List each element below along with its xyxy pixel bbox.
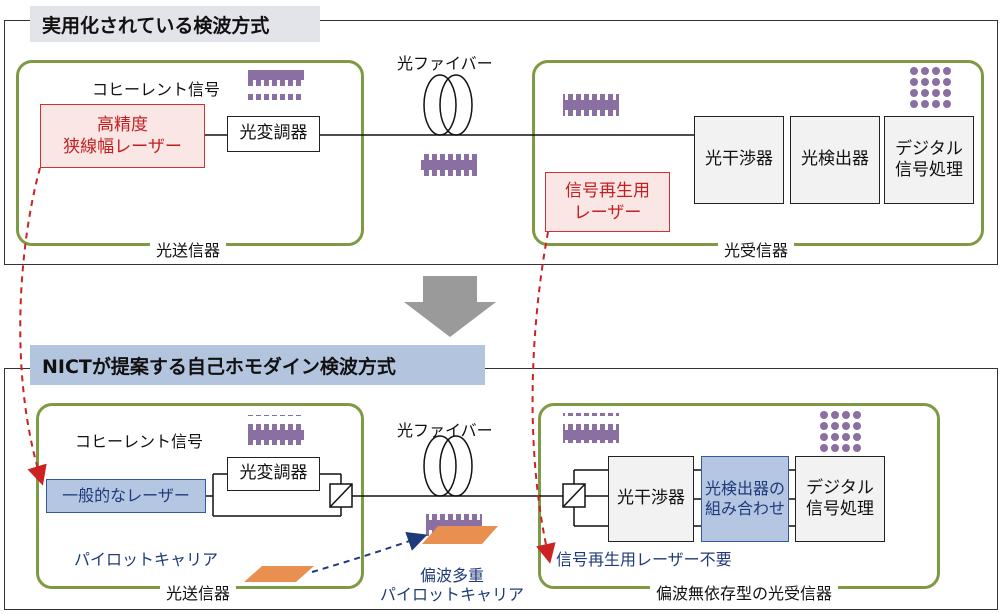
bottom-receiver-label: 偏波無依存型の光受信器 [650, 580, 839, 604]
bottom-constellation-icon [820, 411, 861, 452]
top-photodetector: 光検出器 [790, 116, 880, 204]
top-transmitter-label: 光送信器 [150, 237, 227, 261]
bottom-optical-modulator: 光変調器 [227, 457, 320, 491]
laser-replacement-arrow [19, 167, 47, 486]
top-regen-laser-label: 信号再生用 レーザー [565, 180, 650, 223]
bottom-photodetector-combination: 光検出器の 組み合わせ [701, 456, 789, 542]
bottom-rx-signal-waveform [563, 413, 619, 443]
bottom-section-title: NICTが提案する自己ホモダイン検波方式 [30, 345, 485, 385]
top-constellation-icon [910, 67, 951, 108]
top-receiver-label: 光受信器 [718, 237, 795, 261]
fiber-pilot-carrier-icon [422, 526, 498, 544]
top-rx-signal-waveform [563, 92, 619, 122]
top-section-title: 実用化されている検波方式 [30, 6, 320, 42]
top-optical-interferometer: 光干渉器 [694, 116, 784, 204]
regen-laser-removed-arrow [531, 231, 556, 564]
top-digital-signal-processing: デジタル 信号処理 [884, 116, 974, 204]
top-fiber-signal-waveform [421, 147, 477, 177]
bottom-polarization-splitter-icon [562, 483, 586, 508]
pilot-carrier-icon [244, 566, 314, 582]
bottom-fiber-label: 光ファイバー [397, 421, 493, 440]
top-narrow-linewidth-laser: 高精度 狭線幅レーザー [40, 104, 205, 168]
top-dsp-label: デジタル 信号処理 [895, 138, 963, 180]
bottom-optical-interferometer: 光干渉器 [608, 456, 694, 542]
bottom-tx-wiring [206, 473, 563, 517]
transition-arrow-icon [404, 276, 496, 337]
top-signal-regeneration-laser: 信号再生用 レーザー [545, 172, 670, 232]
top-tx-signal-waveform [248, 70, 304, 100]
top-fiber-coil-icon [423, 74, 473, 136]
bottom-tx-signal-waveform [248, 415, 304, 445]
bottom-transmitter-label: 光送信器 [160, 580, 237, 604]
bottom-coherent-signal-label: コヒーレント信号 [75, 432, 204, 451]
bottom-detector-combo-label: 光検出器の 組み合わせ [704, 479, 785, 518]
bottom-fiber-coil-icon [423, 435, 473, 497]
no-regeneration-laser-label: 信号再生用レーザー不要 [556, 550, 732, 569]
pilot-carrier-label: パイロットキャリア [74, 550, 219, 569]
bottom-digital-signal-processing: デジタル 信号処理 [795, 456, 885, 542]
bottom-polarization-combiner-icon [329, 483, 353, 508]
bottom-dsp-label: デジタル 信号処理 [806, 477, 874, 519]
bottom-general-laser: 一般的なレーザー [46, 479, 206, 513]
pilot-carrier-arrow [311, 531, 428, 573]
bottom-rx-wiring [573, 469, 795, 527]
top-optical-modulator: 光変調器 [227, 116, 320, 152]
top-fiber-label: 光ファイバー [397, 54, 493, 73]
top-coherent-signal-label: コヒーレント信号 [92, 80, 221, 99]
top-laser-label: 高精度 狭線幅レーザー [63, 114, 182, 157]
polarization-multiplexed-pilot-label: 偏波多重 パイロットキャリア [379, 566, 524, 605]
